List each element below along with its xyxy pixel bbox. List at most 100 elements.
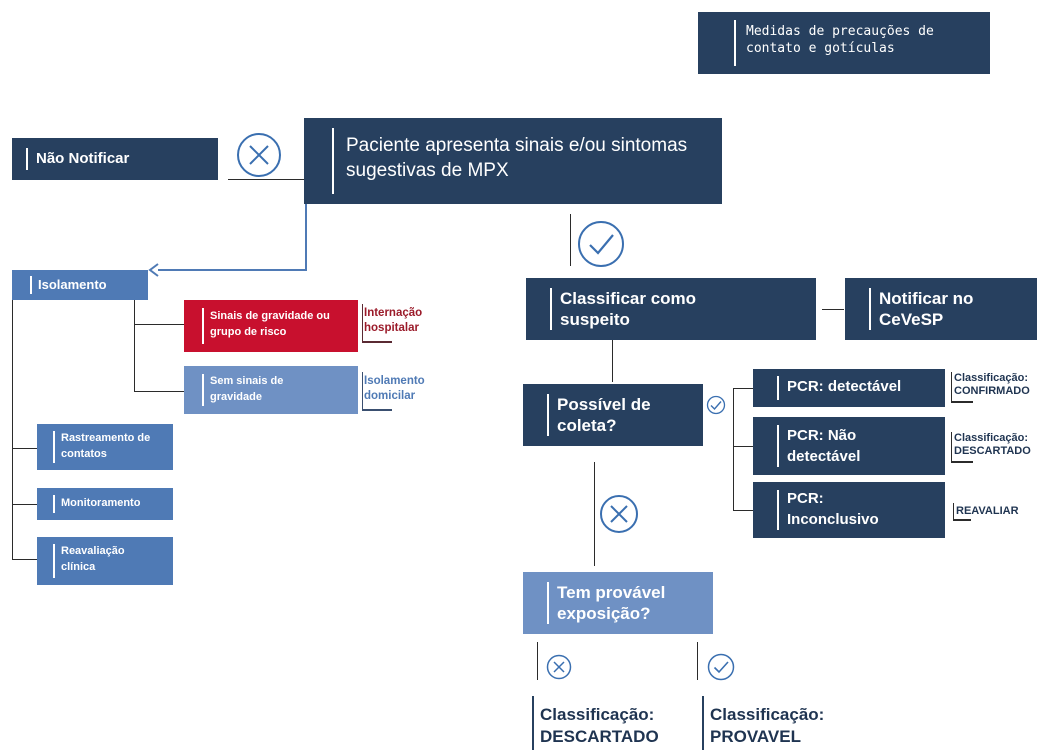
- monitoring-connector: [12, 504, 37, 505]
- exposure-no-line: [537, 642, 538, 680]
- pcr-notdetect-box: PCR: Não detectável: [753, 417, 945, 475]
- final-no-title: Classificação:: [540, 705, 655, 724]
- check-circle-small-icon: [706, 395, 726, 415]
- pcr-detect-connector: [733, 388, 753, 389]
- main-to-check-line: [570, 214, 571, 266]
- final-yes-result: Classificação: PROVAVEL: [710, 704, 824, 748]
- pcr-inconclusive-result: REAVALIAR: [956, 505, 1019, 517]
- pcr-inconclusive-connector: [733, 510, 753, 511]
- notify-cevesp-text: Notificar no CeVeSP: [879, 289, 974, 330]
- final-yes-bracket: [702, 696, 704, 750]
- mild-outcome-bracket: [362, 372, 363, 410]
- accent-bar: [869, 288, 871, 330]
- final-no-value: DESCARTADO: [540, 727, 659, 747]
- accent-bar: [53, 544, 55, 578]
- x-circle-icon: [237, 133, 281, 177]
- mild-box: Sem sinais de gravidade: [184, 366, 358, 414]
- pcr-inconclusive-text: PCR: Inconclusivo: [787, 490, 879, 528]
- pcr-detect-result: Classificação: CONFIRMADO: [954, 372, 1030, 398]
- pcr-notdetect-text: PCR: Não detectável: [787, 427, 861, 465]
- no-notify-connector: [228, 179, 304, 180]
- main-question-text: Paciente apresenta sinais e/ou sintomas …: [346, 135, 688, 181]
- pcr-notdetect-result-value: DESCARTADO: [954, 445, 1031, 458]
- severe-outcome-underline: [362, 341, 392, 343]
- precautions-note: Medidas de precauções de contato e gotíc…: [698, 12, 990, 74]
- severe-box: Sinais de gravidade ou grupo de risco: [184, 300, 358, 352]
- x-circle-icon: [546, 654, 572, 680]
- accent-bar: [30, 276, 32, 294]
- isolation-box: Isolamento: [12, 270, 148, 300]
- reeval-box: Reavaliação clínica: [37, 537, 173, 585]
- classify-text: Classificar como suspeito: [560, 289, 697, 330]
- pcr-notdetect-connector: [733, 446, 753, 447]
- final-no-bracket: [532, 696, 534, 750]
- monitoring-box: Monitoramento: [37, 488, 173, 520]
- isolation-title: Isolamento: [38, 277, 107, 292]
- pcr-detect-result-bracket: [951, 372, 952, 402]
- check-circle-icon: [707, 653, 735, 681]
- accent-bar: [777, 376, 779, 400]
- precautions-note-text: Medidas de precauções de contato e gotíc…: [746, 24, 934, 56]
- pcr-detect-result-value: CONFIRMADO: [954, 385, 1030, 398]
- check-circle-icon: [578, 221, 624, 267]
- severe-text: Sinais de gravidade ou grupo de risco: [210, 310, 330, 338]
- accent-bar: [550, 288, 552, 330]
- pcr-notdetect-result-bracket: [951, 432, 952, 462]
- tracking-box: Rastreamento de contatos: [37, 424, 173, 470]
- mild-text: Sem sinais de gravidade: [210, 375, 284, 403]
- final-no-result: Classificação: DESCARTADO: [540, 704, 659, 748]
- pcr-detect-result-underline: [951, 401, 973, 403]
- accent-bar: [53, 495, 55, 513]
- exposure-box: Tem provável exposição?: [523, 572, 713, 634]
- isolation-branch-rail: [134, 300, 135, 392]
- main-to-isolation-horizontal: [158, 269, 307, 271]
- final-yes-title: Classificação:: [710, 705, 825, 724]
- accent-bar: [734, 20, 736, 66]
- mild-outcome-text: Isolamento domicilar: [364, 375, 425, 402]
- exposure-yes-line: [697, 642, 698, 680]
- severe-outcome: Internação hospitalar: [364, 306, 454, 336]
- mild-outcome-underline: [362, 409, 392, 411]
- reeval-text: Reavaliação clínica: [61, 545, 125, 573]
- arrow-left-icon: [148, 263, 159, 277]
- accent-bar: [202, 308, 204, 344]
- tracking-connector: [12, 448, 37, 449]
- exposure-text: Tem provável exposição?: [557, 583, 666, 624]
- mild-outcome: Isolamento domicilar: [364, 374, 454, 404]
- collection-box: Possível de coleta?: [523, 384, 703, 446]
- collection-text: Possível de coleta?: [557, 395, 651, 436]
- accent-bar: [332, 128, 334, 194]
- severe-outcome-text: Internação hospitalar: [364, 307, 423, 334]
- tracking-text: Rastreamento de contatos: [61, 432, 151, 460]
- mild-connector: [134, 391, 184, 392]
- final-yes-value: PROVAVEL: [710, 727, 801, 747]
- pcr-inconclusive-result-underline: [953, 519, 971, 521]
- accent-bar: [53, 431, 55, 463]
- collection-to-exposure-line: [594, 462, 595, 566]
- accent-bar: [547, 582, 549, 624]
- pcr-notdetect-result-title: Classificação:: [954, 432, 1028, 444]
- accent-bar: [26, 148, 28, 170]
- pcr-inconclusive-box: PCR: Inconclusivo: [753, 482, 945, 538]
- accent-bar: [777, 425, 779, 467]
- pcr-notdetect-result: Classificação: DESCARTADO: [954, 432, 1031, 458]
- pcr-detect-text: PCR: detectável: [787, 378, 902, 395]
- accent-bar: [547, 394, 549, 436]
- accent-bar: [777, 490, 779, 530]
- severe-connector: [134, 324, 184, 325]
- notify-cevesp-box: Notificar no CeVeSP: [845, 278, 1037, 340]
- isolation-left-rail: [12, 300, 13, 560]
- main-to-isolation-vertical: [305, 204, 307, 270]
- severe-outcome-bracket: [362, 304, 363, 342]
- classify-box: Classificar como suspeito: [526, 278, 816, 340]
- pcr-detect-box: PCR: detectável: [753, 369, 945, 407]
- pcr-inconclusive-result-value: REAVALIAR: [956, 505, 1019, 517]
- pcr-rail: [733, 388, 734, 511]
- accent-bar: [202, 374, 204, 406]
- x-circle-icon: [600, 495, 638, 533]
- no-notify-box: Não Notificar: [12, 138, 218, 180]
- pcr-detect-result-title: Classificação:: [954, 372, 1028, 384]
- classify-to-collection-line: [612, 340, 613, 382]
- reeval-connector: [12, 559, 37, 560]
- pcr-inconclusive-result-bracket: [953, 503, 954, 520]
